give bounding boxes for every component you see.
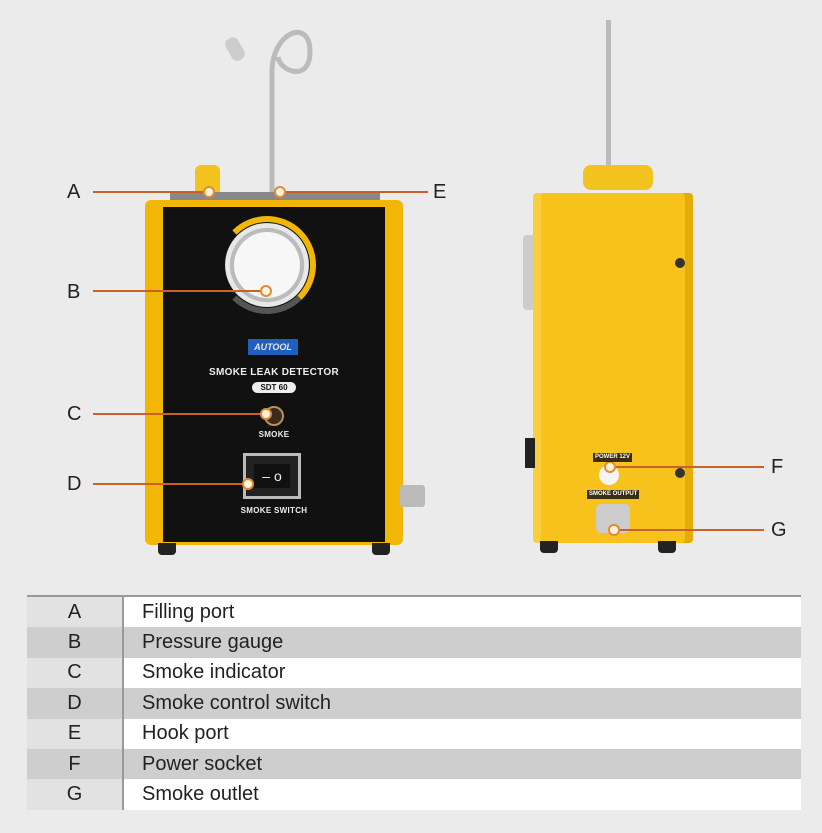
leader-line [93,483,245,485]
leader-dot [242,478,254,490]
leader-line [93,191,207,193]
leader-line [93,413,263,415]
product-title: SMOKE LEAK DETECTOR [209,367,339,378]
side-housing [533,193,693,543]
leader-line [612,466,764,468]
callout-b: B [67,281,81,303]
legend-label: Smoke indicator [123,657,801,689]
callout-f: F [771,456,784,478]
side-outlet [400,485,425,507]
leader-dot [274,186,286,198]
top-plate [170,192,380,202]
legend-label: Hook port [123,718,801,749]
leader-dot [260,285,272,297]
leader-dot [608,524,620,536]
rocker-switch-icon: – o [254,464,290,488]
side-hook-rod [606,20,611,190]
smoke-label: SMOKE [258,430,290,439]
leader-dot [260,408,272,420]
screw [675,258,685,268]
leader-line [93,290,263,292]
legend-key: A [27,596,124,628]
callout-a: A [67,181,81,203]
foot [372,543,390,555]
callout-e: E [433,181,447,203]
brand-logo: AUTOOL [248,339,298,355]
callout-g: G [771,519,787,541]
gauge-bezel [218,216,316,314]
legend-key: F [27,748,124,780]
hook-icon [225,29,313,192]
legend-key: C [27,657,124,689]
screw [675,468,685,478]
leader-line [280,191,428,193]
side-gauge-edge [523,235,535,310]
legend-key: D [27,688,124,719]
foot [658,541,676,553]
callout-d: D [67,473,82,495]
side-switch-edge [525,438,535,468]
legend-key: B [27,627,124,658]
smoke-switch-label: SMOKE SWITCH [240,506,308,515]
legend-label: Pressure gauge [123,627,801,658]
leader-line [616,529,764,531]
smoke-switch[interactable]: – o [243,453,301,499]
leader-dot [604,461,616,473]
smoke-output-label: SMOKE OUTPUT [587,490,640,499]
foot [158,543,176,555]
legend-key: E [27,718,124,749]
legend-label: Smoke control switch [123,688,801,719]
legend-label: Filling port [123,596,801,628]
foot [540,541,558,553]
legend-label: Power socket [123,748,801,780]
legend-key: G [27,779,124,810]
callout-c: C [67,403,82,425]
power-label: POWER 12V [593,453,633,462]
side-wing-nut [583,165,653,190]
model-badge: SDT 60 [252,382,296,393]
legend-label: Smoke outlet [123,779,801,810]
leader-dot [203,186,215,198]
